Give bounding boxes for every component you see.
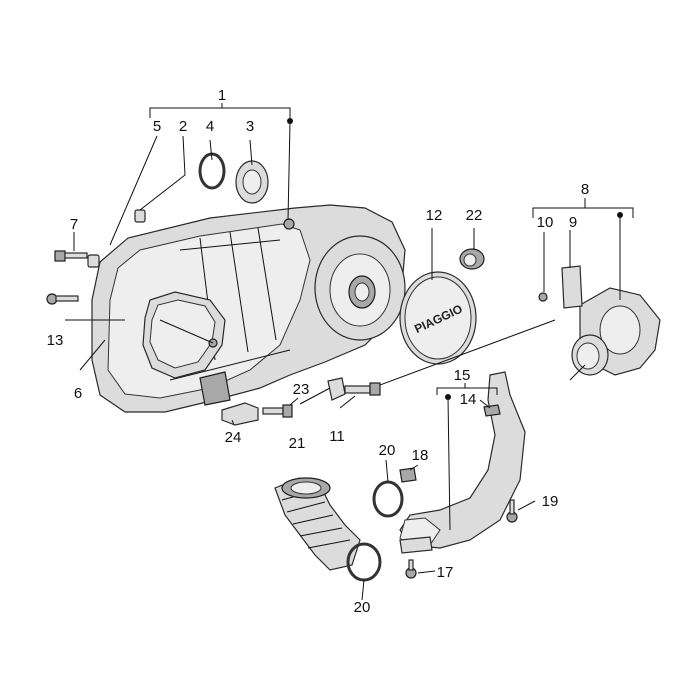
label-part-12: 12 (426, 207, 443, 224)
label-part-5: 5 (153, 118, 161, 135)
label-part-8: 8 (581, 181, 589, 198)
circlip (198, 152, 226, 190)
clip-21 (327, 377, 346, 401)
label-part-20-upper: 20 (379, 442, 396, 459)
transmission-cover (91, 204, 406, 413)
bolt-11 (344, 382, 381, 396)
label-part-17: 17 (437, 564, 454, 581)
bolt-7 (54, 250, 88, 262)
label-part-2: 2 (179, 118, 187, 135)
filter-pad (561, 265, 583, 309)
label-part-18: 18 (412, 447, 429, 464)
bearing (235, 160, 269, 204)
clip-14 (483, 404, 501, 417)
leader-lines (65, 121, 621, 601)
label-part-14: 14 (460, 391, 477, 408)
label-part-23: 23 (293, 381, 310, 398)
label-part-4: 4 (206, 118, 214, 135)
logo-cover: PIAGGIO (399, 271, 477, 365)
dowel-pin-lower (87, 254, 100, 268)
label-part-3: 3 (246, 118, 254, 135)
label-part-22: 22 (466, 207, 483, 224)
screw-17 (405, 559, 417, 579)
corrugated-hose (274, 477, 361, 571)
label-part-9: 9 (569, 214, 577, 231)
bracket-24 (221, 402, 259, 426)
screw-10 (538, 292, 548, 302)
part-labels: 1 5 2 4 3 7 13 6 12 22 8 10 9 23 24 21 1… (47, 87, 590, 616)
label-part-13: 13 (47, 332, 64, 349)
bracket-group-8 (532, 198, 634, 218)
screw-19 (506, 499, 518, 523)
label-part-15: 15 (454, 367, 471, 384)
label-part-1: 1 (218, 87, 226, 104)
label-part-11: 11 (329, 428, 345, 445)
hose-clamp-upper (372, 480, 404, 518)
label-part-20-lower: 20 (354, 599, 371, 616)
label-part-6: 6 (74, 385, 82, 402)
dowel-pin-upper (134, 209, 146, 223)
grommet (459, 248, 485, 270)
label-part-19: 19 (542, 493, 559, 510)
bolt-23 (262, 404, 293, 418)
intake-pipe (399, 371, 526, 554)
label-part-10: 10 (537, 214, 554, 231)
air-duct-housing (571, 287, 661, 376)
bracket-group-1 (149, 103, 293, 124)
label-part-24: 24 (225, 429, 242, 446)
label-part-21: 21 (289, 435, 306, 452)
screw-13 (46, 293, 79, 305)
label-part-7: 7 (70, 216, 78, 233)
clip-18 (399, 467, 417, 483)
